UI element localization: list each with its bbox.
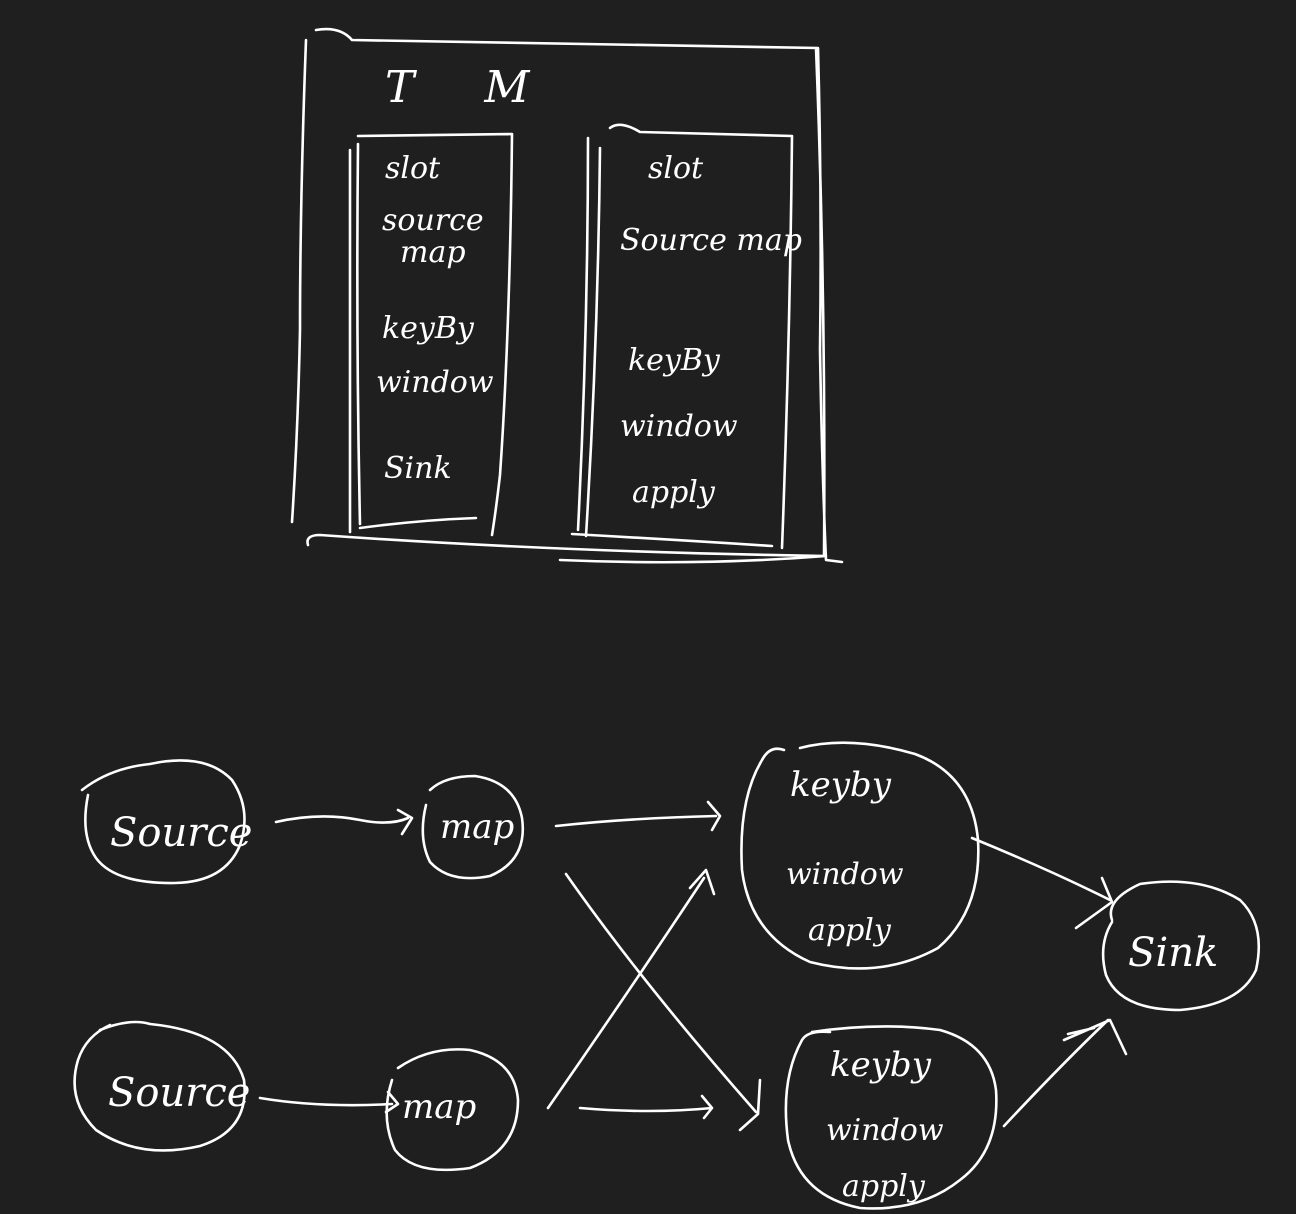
slot-1-op-sink: Sink: [384, 451, 452, 486]
slot-1-op-keyby: keyBy: [382, 311, 475, 346]
source-node-1: Source: [80, 759, 252, 885]
edge-window1-sink: [970, 836, 1114, 930]
map-node-1-label: map: [440, 807, 514, 847]
edge-map2-window2: [578, 1094, 714, 1120]
source-node-2-label: Source: [108, 1070, 250, 1116]
edge-source2-map2: [258, 1090, 400, 1114]
edge-map1-window1: [554, 800, 722, 832]
window-node-1-label-apply: apply: [808, 913, 892, 948]
slot-2-title: slot: [648, 151, 704, 186]
source-node-1-outline: [80, 759, 246, 885]
slot-1: slot source map keyBy window Sink: [348, 132, 514, 537]
window-node-1-label-window: window: [786, 857, 904, 892]
slot-2-border: [570, 123, 794, 550]
window-node-2: keyby window apply: [784, 1025, 998, 1210]
window-node-1-label-keyby: keyby: [790, 765, 892, 805]
slot-2-op-keyby: keyBy: [628, 343, 721, 378]
edge-map2-window1: [546, 868, 716, 1110]
slot-1-op-source: source: [382, 203, 484, 238]
edge-map1-window2: [564, 872, 762, 1132]
window-node-2-outline: [784, 1025, 998, 1210]
task-manager-title: T M: [385, 62, 557, 113]
slot-1-border: [348, 132, 514, 537]
sink-node: Sink: [1101, 880, 1260, 1012]
slot-1-title: slot: [385, 151, 441, 186]
slot-2-op-source-map: Source map: [620, 223, 802, 258]
edge-window2-sink: [1002, 1018, 1128, 1128]
slot-2-op-window: window: [620, 409, 738, 444]
slot-2-op-apply: apply: [632, 475, 716, 510]
slot-1-op-map: map: [400, 235, 466, 270]
task-manager-border: [290, 27, 844, 564]
source-node-1-label: Source: [110, 810, 252, 856]
map-node-2-label: map: [402, 1087, 476, 1127]
map-node-2: map: [385, 1048, 520, 1172]
dataflow-graph: Source Source map map keyby window apply…: [73, 741, 1260, 1210]
sink-node-label: Sink: [1128, 930, 1218, 976]
window-node-2-label-apply: apply: [842, 1169, 926, 1204]
map-node-1-outline: [421, 774, 525, 880]
window-node-1-outline: [740, 741, 980, 970]
sink-node-outline: [1101, 880, 1260, 1012]
window-node-2-label-keyby: keyby: [830, 1045, 932, 1085]
task-manager: T M slot source map keyBy window Sink sl…: [290, 27, 844, 564]
map-node-2-outline: [385, 1048, 520, 1172]
source-node-2-outline: [73, 1020, 246, 1152]
edge-source1-map1: [274, 808, 414, 836]
source-node-2: Source: [73, 1020, 250, 1152]
slot-1-op-window: window: [376, 365, 494, 400]
slot-2: slot Source map keyBy window apply: [570, 123, 802, 550]
window-node-2-label-window: window: [826, 1113, 944, 1148]
window-node-1: keyby window apply: [740, 741, 980, 970]
map-node-1: map: [421, 774, 525, 880]
